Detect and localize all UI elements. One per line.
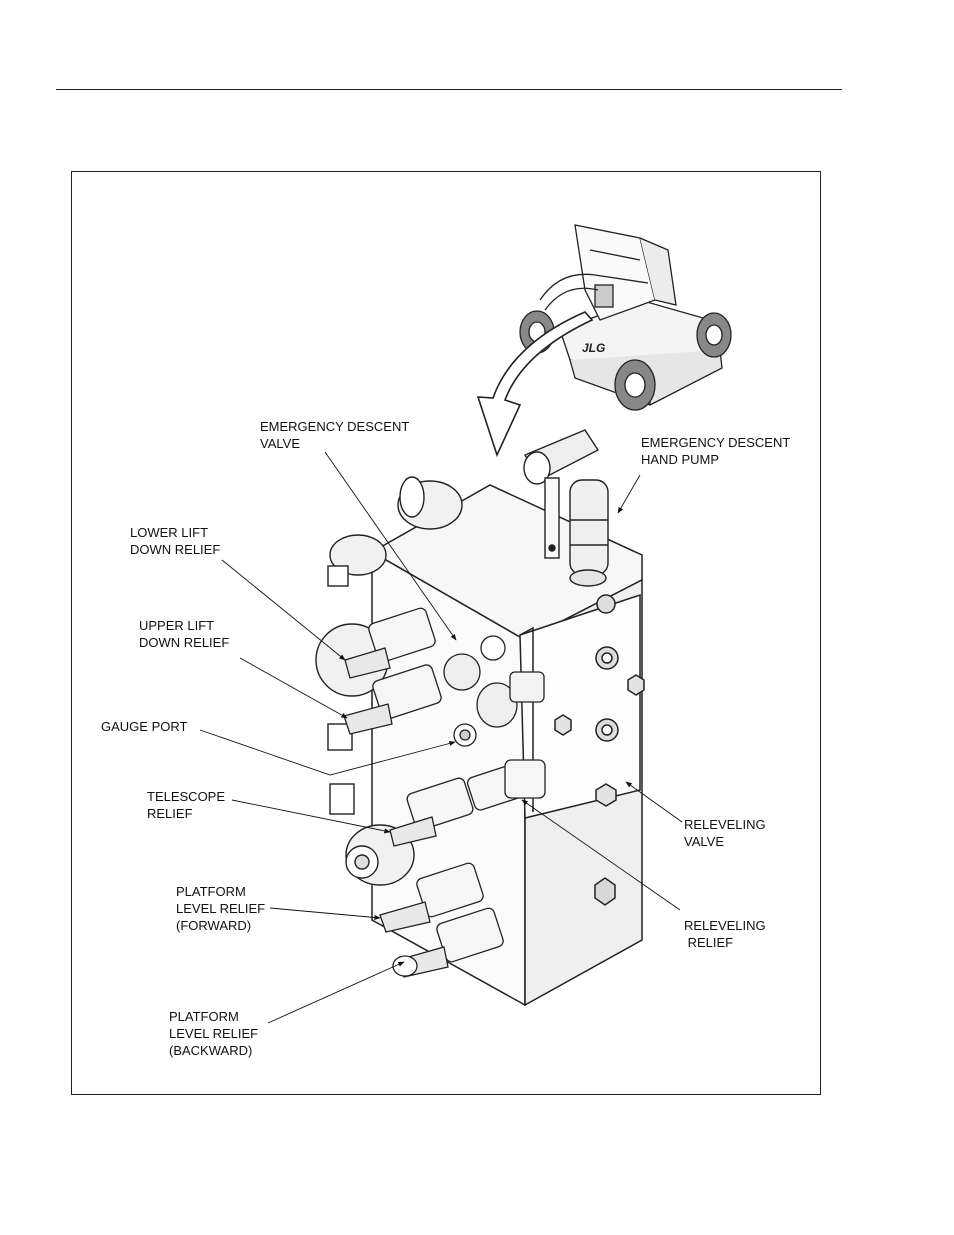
gauge-port-fitting xyxy=(454,724,476,746)
label-lower-lift-down-relief: LOWER LIFT DOWN RELIEF xyxy=(130,524,220,558)
label-upper-lift-down-relief: UPPER LIFT DOWN RELIEF xyxy=(139,617,229,651)
leader-lower-lift-down-relief xyxy=(222,560,345,660)
leader-hand-pump xyxy=(618,475,640,513)
leader-telescope-relief xyxy=(232,800,390,832)
label-platform-level-relief-backward: PLATFORM LEVEL RELIEF (BACKWARD) xyxy=(169,1008,258,1059)
wheel-rear xyxy=(615,360,655,410)
label-emergency-descent-hand-pump: EMERGENCY DESCENT HAND PUMP xyxy=(641,434,790,468)
label-telescope-relief: TELESCOPE RELIEF xyxy=(147,788,225,822)
label-releveling-valve: RELEVELING VALVE xyxy=(684,816,766,850)
label-gauge-port: GAUGE PORT xyxy=(101,718,187,735)
leader-platform-level-backward xyxy=(268,962,404,1023)
label-releveling-relief: RELEVELING RELIEF xyxy=(684,917,766,951)
machine-sketch: JLG xyxy=(520,225,731,410)
machine-logo: JLG xyxy=(582,341,605,355)
leader-platform-level-forward xyxy=(270,908,380,918)
label-emergency-descent-valve: EMERGENCY DESCENT VALVE xyxy=(260,418,409,452)
wheel-front-right xyxy=(697,313,731,357)
label-platform-level-relief-forward: PLATFORM LEVEL RELIEF (FORWARD) xyxy=(176,883,265,934)
